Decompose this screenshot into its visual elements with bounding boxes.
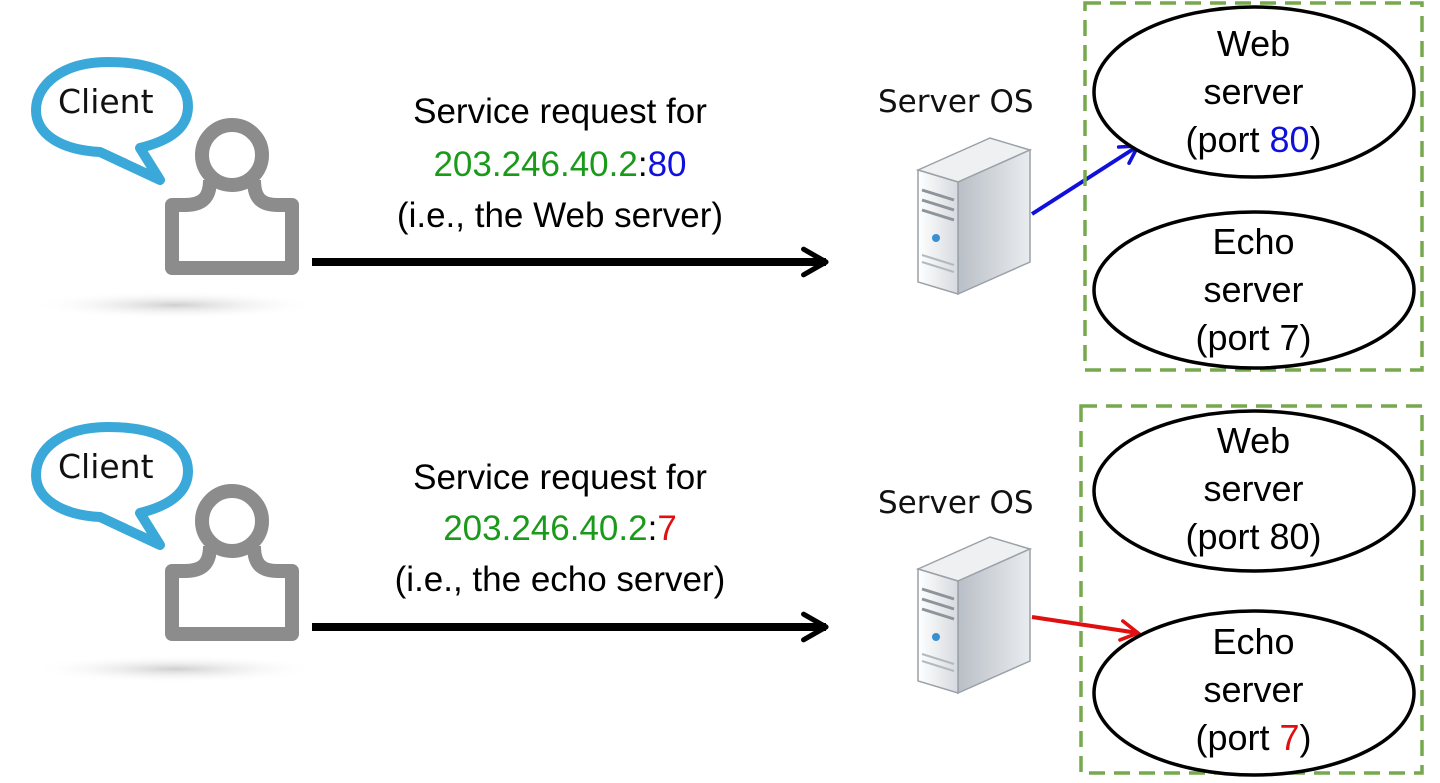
request-separator: :	[637, 145, 648, 184]
web-port-line: (port 80)	[1097, 116, 1410, 164]
web-server-label: Web server (port 80)	[1097, 417, 1410, 561]
web-port-number: 80	[1269, 516, 1310, 557]
server-os-label: Server OS	[878, 485, 1034, 521]
web-port-prefix: (port	[1185, 516, 1270, 557]
speech-bubble-icon	[31, 422, 193, 550]
echo-port-prefix: (port	[1195, 317, 1280, 358]
echo-port-suffix: )	[1299, 717, 1312, 758]
person-icon	[165, 484, 299, 641]
echo-port-prefix: (port	[1195, 717, 1280, 758]
echo-line-2: server	[1203, 669, 1304, 710]
client-shadow	[30, 655, 320, 683]
request-line-3: (i.e., the echo server)	[394, 560, 726, 599]
person-icon	[165, 118, 299, 275]
echo-port-suffix: )	[1299, 317, 1312, 358]
panel-graphics	[30, 404, 1424, 777]
echo-server-ellipse	[1092, 210, 1416, 370]
web-server-ellipse	[1092, 409, 1416, 573]
request-port: 7	[657, 509, 677, 548]
echo-line-1: Echo	[1212, 621, 1295, 662]
echo-port-line: (port 7)	[1097, 314, 1410, 362]
request-line-3: (i.e., the Web server)	[396, 196, 724, 235]
web-line-2: server	[1203, 71, 1304, 112]
echo-server-label: Echo server (port 7)	[1097, 218, 1410, 362]
request-separator: :	[647, 509, 658, 548]
web-line-2: server	[1203, 468, 1304, 509]
server-tower-icon	[915, 536, 1033, 695]
echo-server-label: Echo server (port 7)	[1097, 618, 1410, 762]
panel-web-request: Client Service request for 203.246.40.2:…	[30, 1, 1424, 372]
client-label: Client	[58, 82, 154, 121]
echo-port-number: 7	[1279, 717, 1300, 758]
echo-server-ellipse	[1092, 609, 1416, 777]
panel-echo-request: Client Service request for 203.246.40.2:…	[0, 391, 1440, 783]
echo-port-line: (port 7)	[1097, 714, 1410, 762]
client-label: Client	[58, 447, 154, 486]
echo-port-number: 7	[1279, 317, 1300, 358]
web-port-prefix: (port	[1185, 119, 1270, 160]
web-server-ellipse	[1092, 5, 1416, 179]
request-ip: 203.246.40.2	[433, 145, 638, 184]
route-arrow-echo	[1031, 615, 1142, 642]
web-port-number: 80	[1269, 119, 1310, 160]
client-shadow	[30, 291, 320, 319]
echo-line-2: server	[1203, 269, 1304, 310]
web-server-label: Web server (port 80)	[1097, 20, 1410, 164]
request-port: 80	[647, 145, 687, 184]
server-os-label: Server OS	[878, 84, 1034, 120]
web-line-1: Web	[1216, 420, 1291, 461]
request-ip: 203.246.40.2	[443, 509, 648, 548]
server-tower-icon	[915, 137, 1033, 296]
echo-line-1: Echo	[1212, 221, 1295, 262]
web-port-suffix: )	[1309, 516, 1322, 557]
web-port-line: (port 80)	[1097, 513, 1410, 561]
request-line-1: Service request for	[413, 458, 707, 497]
request-line-1: Service request for	[413, 92, 707, 131]
web-port-suffix: )	[1309, 119, 1322, 160]
web-line-1: Web	[1216, 23, 1291, 64]
speech-bubble-icon	[31, 57, 193, 185]
panel-graphics	[30, 1, 1424, 372]
request-address: 203.246.40.2:7	[340, 502, 780, 555]
request-address: 203.246.40.2:80	[340, 138, 780, 191]
